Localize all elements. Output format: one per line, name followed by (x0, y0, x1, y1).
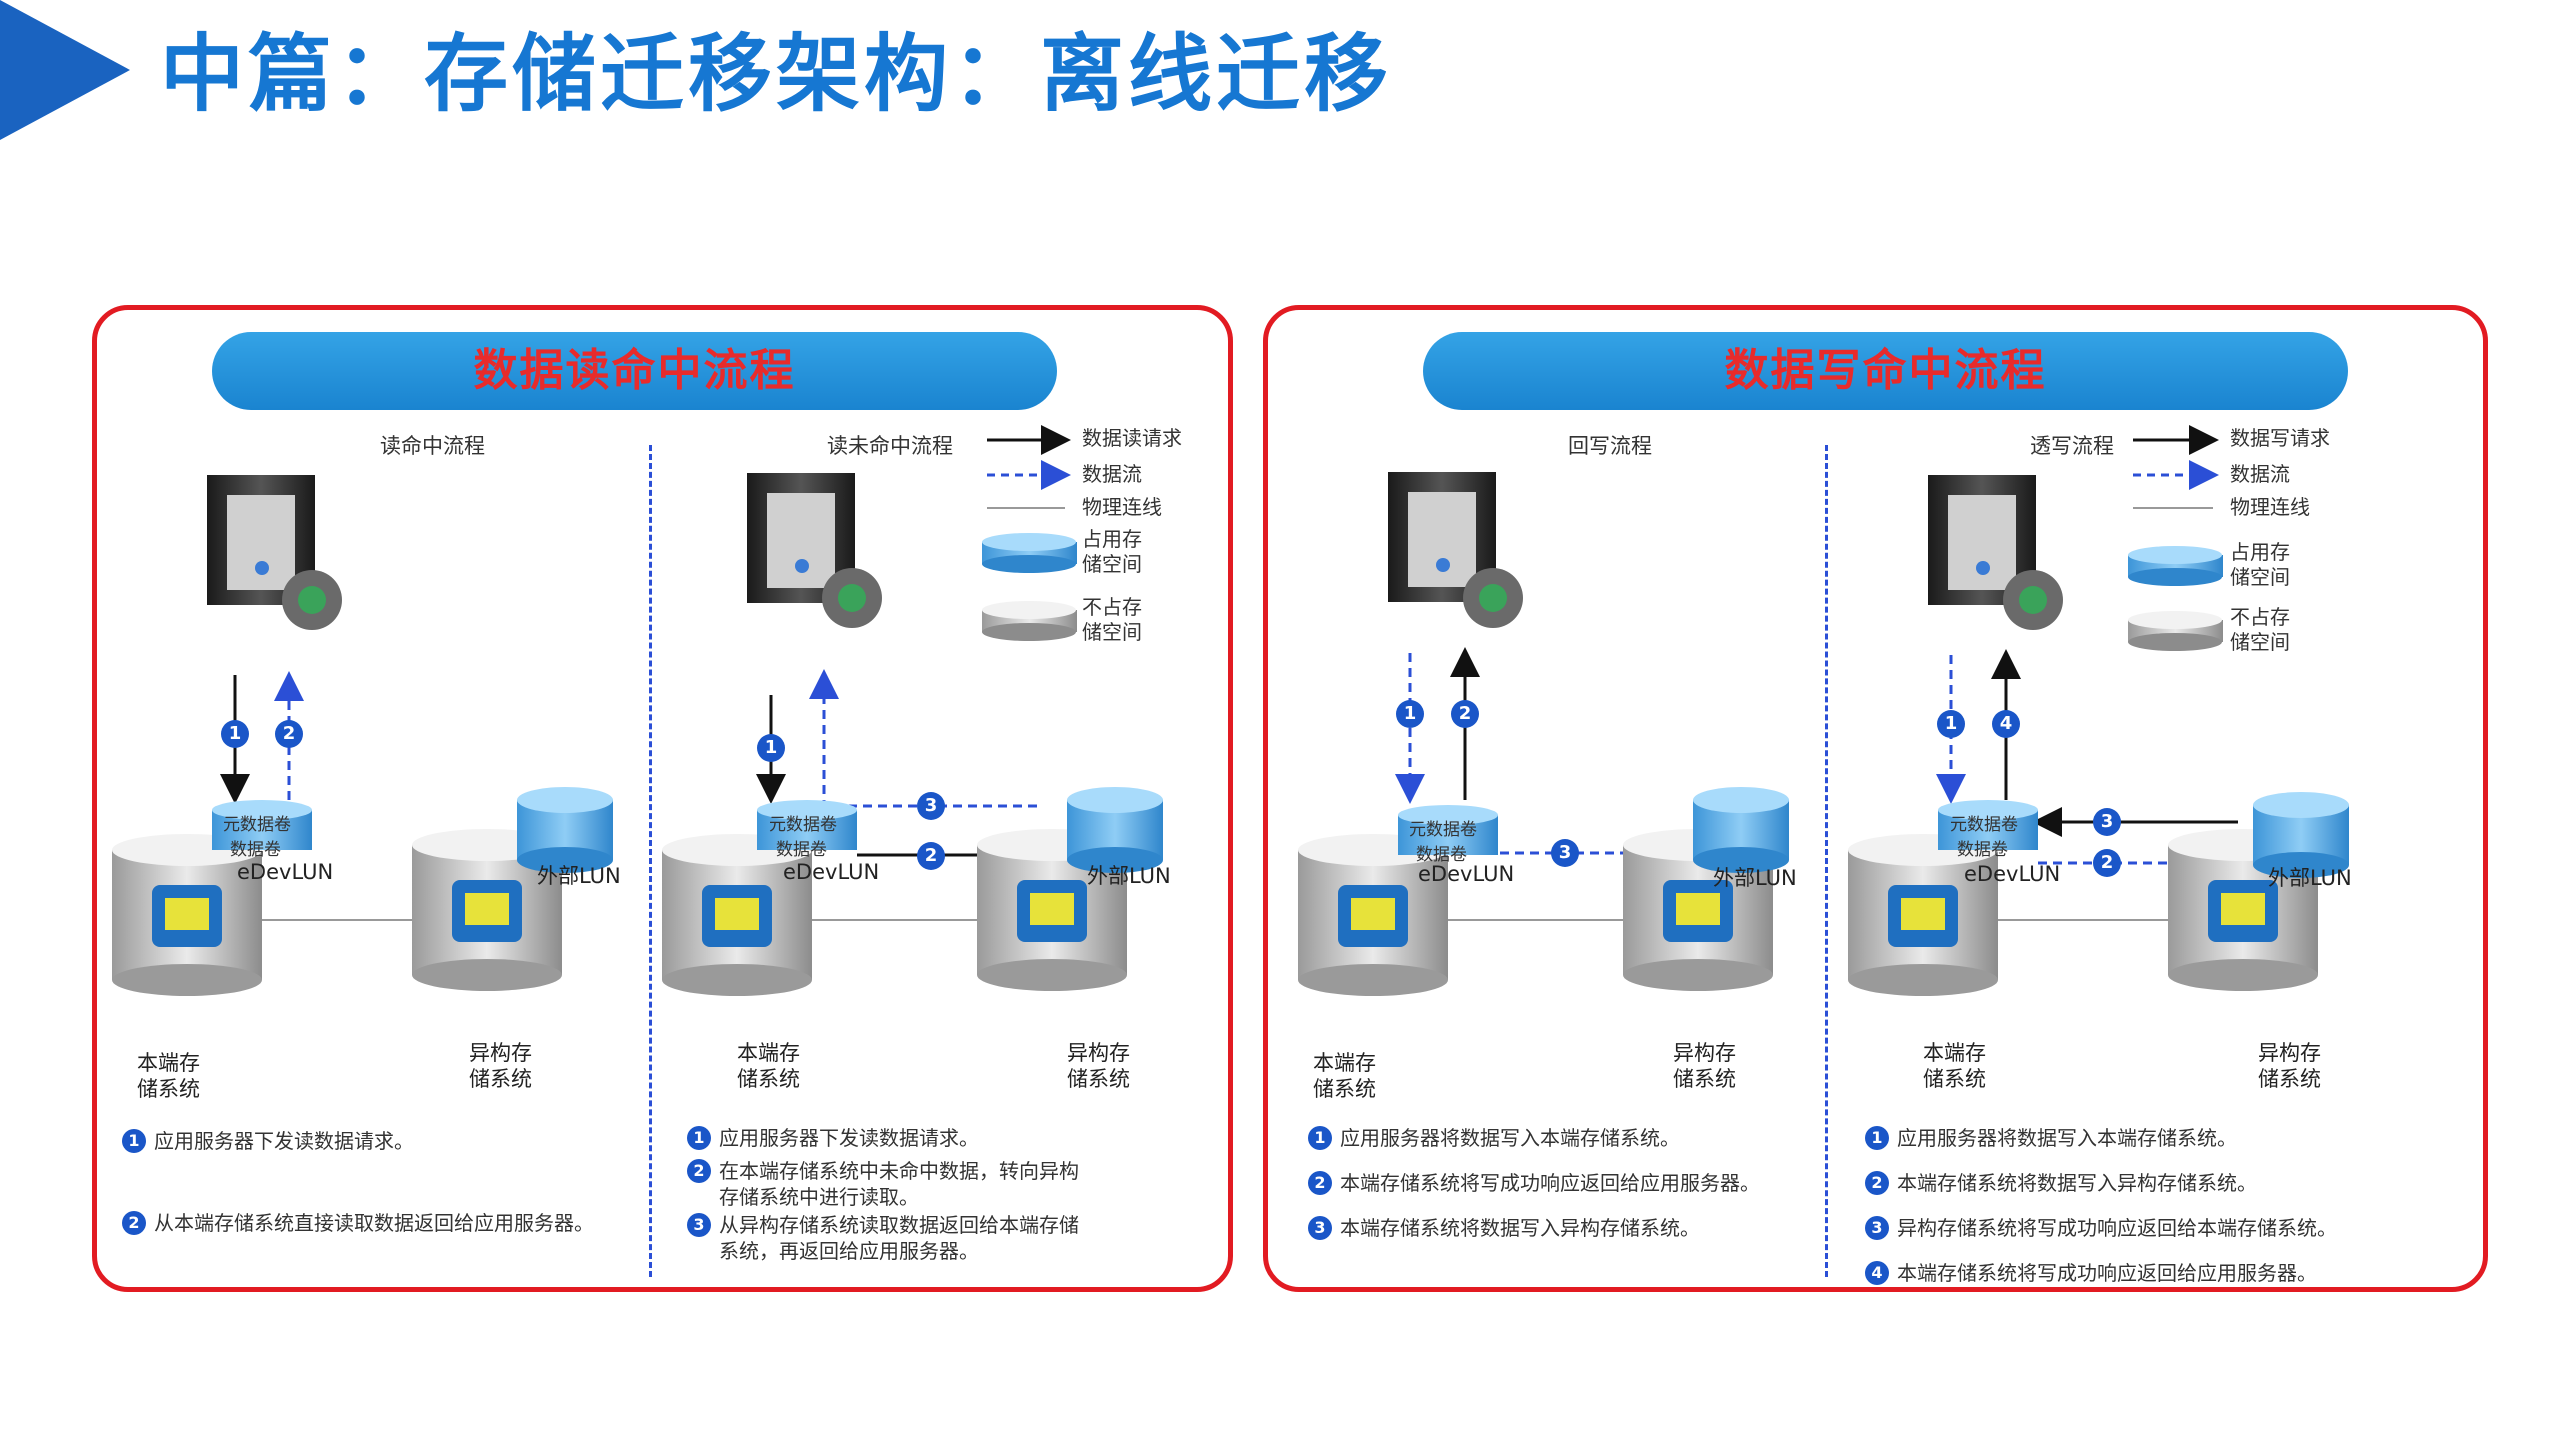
metadata-volume-label: 元数据卷 (1409, 820, 1477, 840)
data-volume-label: 数据卷 (1416, 845, 1467, 865)
legend-not-occupy-label: 不占存 储空间 (1082, 595, 1142, 644)
local-storage-icon (1298, 834, 1448, 996)
local-storage-icon (1848, 834, 1998, 996)
legend-gray-disk-icon (2128, 611, 2223, 651)
edevlun-label: eDevLUN (783, 860, 880, 884)
hetero-storage-icon (412, 829, 562, 991)
hetero-storage-icon (977, 829, 1127, 991)
legend-request-label: 数据写请求 (2230, 426, 2330, 450)
server-icon (747, 473, 882, 628)
legend-not-occupy-label: 不占存 储空间 (2230, 605, 2290, 654)
legend-blue-disk-icon (982, 533, 1077, 573)
metadata-volume-label: 元数据卷 (223, 815, 291, 835)
step-badge: 1 (1396, 700, 1424, 728)
write-diagram (1298, 425, 2349, 996)
cache-volume-icon (212, 800, 312, 850)
external-lun-icon (2253, 792, 2349, 878)
data-volume-label: 数据卷 (776, 840, 827, 860)
local-storage-icon (662, 834, 812, 996)
title-triangle-icon (0, 0, 130, 140)
subtitle-write-through: 透写流程 (2030, 434, 2114, 458)
hetero-storage-label: 异构存 储系统 (1067, 1041, 1130, 1091)
local-storage-label: 本端存 储系统 (1923, 1041, 1986, 1091)
step-badge: 3 (2093, 808, 2121, 836)
step-badge: 2 (1451, 700, 1479, 728)
step-badge: 3 (1551, 839, 1579, 867)
data-volume-label: 数据卷 (230, 840, 281, 860)
server-icon (1928, 475, 2063, 630)
local-storage-label: 本端存 储系统 (737, 1041, 800, 1091)
external-lun-label: 外部LUN (2268, 866, 2352, 890)
local-storage-label: 本端存 储系统 (1313, 1051, 1376, 1101)
write-hit-panel: 数据写命中流程 回写流程 透写流程 (1263, 305, 2488, 1292)
panel-banner: 数据写命中流程 (1423, 332, 2348, 410)
subtitle-read-miss: 读未命中流程 (827, 434, 953, 458)
dataflow-arrow (809, 669, 1037, 808)
edevlun-label: eDevLUN (1964, 862, 2061, 886)
hetero-storage-label: 异构存 储系统 (2258, 1041, 2321, 1091)
subtitle-read-hit: 读命中流程 (380, 434, 485, 458)
legend-occupy-label: 占用存 储空间 (2230, 540, 2290, 589)
panel-divider (649, 445, 652, 1277)
external-lun-label: 外部LUN (1713, 866, 1797, 890)
edevlun-label: eDevLUN (1418, 862, 1515, 886)
external-lun-label: 外部LUN (1087, 864, 1171, 888)
server-icon (1388, 472, 1523, 628)
legend-gray-disk-icon (982, 601, 1077, 641)
step-badge: 2 (917, 842, 945, 870)
legend-phys-label: 物理连线 (2230, 495, 2310, 519)
legend-occupy-label: 占用存 储空间 (1082, 527, 1142, 576)
legend-phys-label: 物理连线 (1082, 495, 1162, 519)
step-badge: 2 (275, 720, 303, 748)
cache-volume-icon (757, 800, 857, 850)
step-badge: 2 (2093, 849, 2121, 877)
read-hit-panel: 数据读命中流程 读命中流程 读未命中流程 (92, 305, 1233, 1292)
external-lun-icon (517, 787, 613, 873)
legend-flow-label: 数据流 (1082, 462, 1142, 486)
panel-divider (1825, 445, 1828, 1277)
step-badge: 1 (757, 734, 785, 762)
read-diagram (112, 425, 1163, 996)
panel-banner: 数据读命中流程 (212, 332, 1057, 410)
hetero-storage-label: 异构存 储系统 (1673, 1041, 1736, 1091)
cache-volume-icon (1398, 805, 1498, 855)
subtitle-write-back: 回写流程 (1568, 434, 1652, 458)
step-badge: 4 (1992, 710, 2020, 738)
cache-volume-icon (1938, 800, 2038, 850)
hetero-storage-label: 异构存 储系统 (469, 1041, 532, 1091)
step-badge: 1 (221, 720, 249, 748)
step-badge: 1 (1937, 710, 1965, 738)
external-lun-icon (1693, 787, 1789, 873)
server-icon (207, 475, 342, 630)
page-title: 中篇：存储迁移架构：离线迁移 (160, 25, 1393, 123)
data-volume-label: 数据卷 (1957, 840, 2008, 860)
legend-flow-label: 数据流 (2230, 462, 2290, 486)
step-badge: 3 (917, 792, 945, 820)
metadata-volume-label: 元数据卷 (769, 815, 837, 835)
external-lun-label: 外部LUN (537, 864, 621, 888)
metadata-volume-label: 元数据卷 (1950, 815, 2018, 835)
legend-blue-disk-icon (2128, 546, 2223, 586)
legend-request-label: 数据读请求 (1082, 426, 1182, 450)
edevlun-label: eDevLUN (237, 860, 334, 884)
external-lun-icon (1067, 787, 1163, 873)
local-storage-label: 本端存 储系统 (137, 1051, 200, 1101)
